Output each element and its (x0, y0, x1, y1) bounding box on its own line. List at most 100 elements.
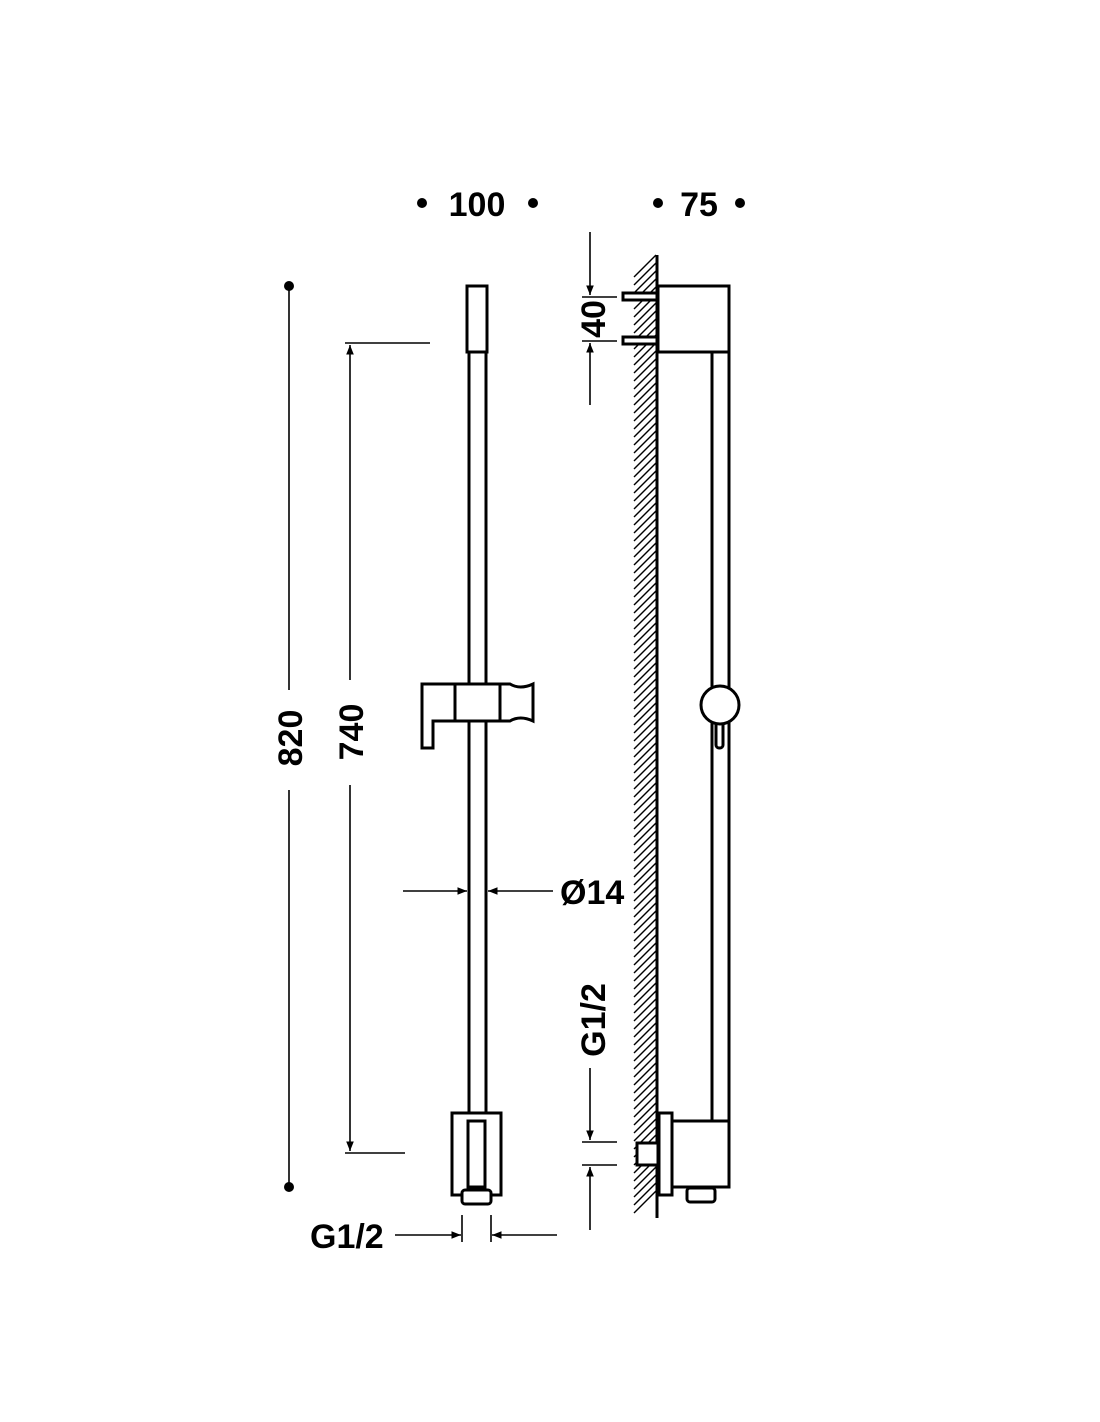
diameter-label: Ø14 (560, 874, 624, 912)
top-cap (465, 284, 489, 354)
hatch-line (633, 646, 657, 670)
wall-hatching (633, 254, 657, 1214)
hatch-line (633, 486, 657, 510)
hatch-line (633, 390, 657, 414)
hatch-line (633, 806, 657, 830)
hatch-line (633, 406, 657, 430)
hatch-line (633, 998, 657, 1022)
total-height-dimension: 820 (272, 281, 310, 1192)
hatch-line (633, 886, 657, 910)
wall-pin-upper (621, 291, 659, 302)
hatch-line (633, 1102, 657, 1126)
side-bottom-outlet (635, 1141, 660, 1167)
hatch-line (633, 494, 657, 518)
hatch-line (633, 910, 657, 934)
depth-label: 75 (680, 186, 718, 224)
hatch-line (633, 1054, 657, 1078)
hatch-line (633, 1166, 657, 1190)
hatch-line (633, 1190, 657, 1214)
hatch-line (633, 1078, 657, 1102)
front-thread-label: G1/2 (310, 1218, 384, 1256)
hatch-line (633, 550, 657, 574)
hatch-line (633, 686, 657, 710)
hatch-line (633, 678, 657, 702)
hatch-line (633, 798, 657, 822)
hatch-line (633, 510, 657, 534)
bracket-height-label: 40 (575, 300, 613, 338)
hatch-line (633, 862, 657, 886)
hatch-line (633, 254, 657, 278)
hatch-line (633, 470, 657, 494)
hatch-line (633, 374, 657, 398)
hatch-line (633, 566, 657, 590)
hatch-line (633, 934, 657, 958)
hatch-line (633, 1062, 657, 1086)
width-dimension-100: 100 (417, 186, 538, 224)
hatch-line (633, 982, 657, 1006)
front-view-rail (420, 284, 535, 1206)
hatch-line (633, 846, 657, 870)
side-thread-label: G1/2 (575, 983, 613, 1057)
hatch-line (633, 878, 657, 902)
hatch-line (633, 782, 657, 806)
side-bottom-flange (657, 1111, 674, 1197)
hatch-line (633, 758, 657, 782)
side-bottom-body (670, 1119, 731, 1189)
hatch-line (633, 518, 657, 542)
hatch-line (633, 1006, 657, 1030)
hatch-line (633, 1182, 657, 1206)
hand-shower-holder (420, 681, 535, 750)
hatch-line (633, 414, 657, 438)
hatch-line (633, 438, 657, 462)
hatch-line (633, 942, 657, 966)
hatch-line (633, 638, 657, 662)
width-label: 100 (449, 186, 506, 224)
hatch-line (633, 614, 657, 638)
side-bottom-nut (685, 1186, 717, 1204)
hatch-line (633, 766, 657, 790)
hatch-line (633, 1030, 657, 1054)
rail-length-dimension: 740 (333, 342, 430, 1154)
hatch-line (633, 358, 657, 382)
depth-dimension-75: 75 (653, 186, 745, 224)
hatch-line (633, 478, 657, 502)
hatch-line (633, 542, 657, 566)
hatch-line (633, 1070, 657, 1094)
hatch-line (633, 1094, 657, 1118)
hatch-line (633, 574, 657, 598)
hatch-line (633, 270, 657, 294)
front-bottom-bracket (450, 1111, 503, 1206)
hatch-line (633, 790, 657, 814)
hatch-line (633, 742, 657, 766)
hatch-line (633, 654, 657, 678)
hatch-line (633, 382, 657, 406)
hatch-line (633, 702, 657, 726)
hatch-line (633, 630, 657, 654)
hatch-line (633, 870, 657, 894)
hatch-line (633, 774, 657, 798)
side-top-bracket (656, 284, 731, 354)
hatch-line (633, 422, 657, 446)
hatch-line (633, 926, 657, 950)
hatch-line (633, 366, 657, 390)
hatch-line (633, 694, 657, 718)
hatch-line (633, 302, 657, 326)
hatch-line (633, 310, 657, 334)
hatch-line (633, 838, 657, 862)
hatch-line (633, 902, 657, 926)
hatch-line (633, 918, 657, 942)
hatch-line (633, 582, 657, 606)
hatch-line (633, 1014, 657, 1038)
hatch-line (633, 622, 657, 646)
rail-length-label: 740 (333, 704, 371, 761)
rail-diameter-dimension: Ø14 (403, 874, 624, 912)
hatch-line (633, 710, 657, 734)
hatch-line (633, 830, 657, 854)
hatch-line (633, 502, 657, 526)
hatch-line (633, 1046, 657, 1070)
hatch-line (633, 718, 657, 742)
hatch-line (633, 606, 657, 630)
slider-knob (699, 684, 741, 726)
